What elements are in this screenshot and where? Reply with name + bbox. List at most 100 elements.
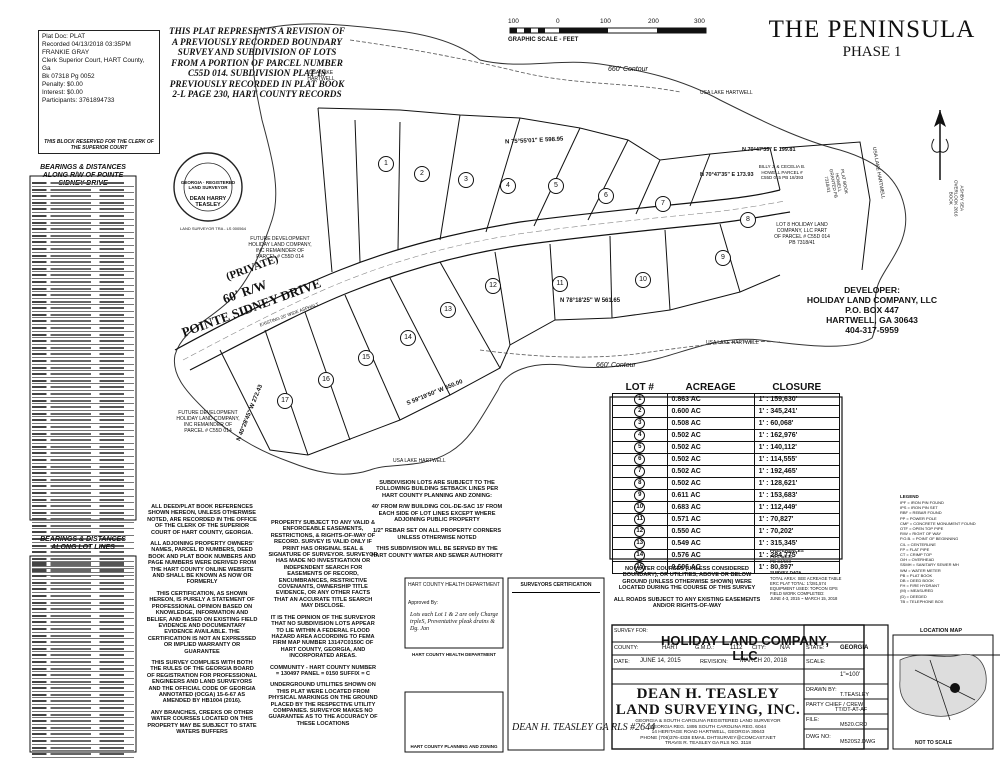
bearing-row xyxy=(32,344,134,352)
bearing-row xyxy=(32,658,134,666)
scale-label: SCALE: xyxy=(806,659,826,665)
bearing-row xyxy=(32,331,134,339)
survey-data-line: JUNE 4-3, 2015 ~ MARCH 15, 2018 xyxy=(770,596,838,601)
recording-line: Clerk Superior Court, HART County, xyxy=(42,57,145,64)
developer-line: HARTWELL, GA 30643 xyxy=(826,315,918,325)
bearing-row xyxy=(32,193,134,200)
north-lot-lines xyxy=(317,107,781,273)
legend-item: RBF = REBAR FOUND xyxy=(900,510,942,516)
note-paragraph: ALL ADJOINING PROPERTY OWNERS' NAMES, PA… xyxy=(147,541,257,586)
lot-number-cell: 12 xyxy=(612,525,668,538)
bearing-row xyxy=(32,285,134,293)
revision-label: REVISION: xyxy=(700,659,728,665)
bearing-row xyxy=(32,325,134,332)
lake-label: USA LAKE HARTWELL xyxy=(706,340,759,346)
bearing-row xyxy=(32,226,134,233)
drawn-label: DRAWN BY: xyxy=(806,687,837,693)
bearing-row xyxy=(32,619,134,626)
firm-detail-line: TRAVIS R. TEASLEY GA RLS NO. 3118 xyxy=(664,741,752,747)
firm-detail-line: GEORGIA & SOUTH CAROLINA REGISTERED LAND… xyxy=(635,719,781,724)
bearing-row xyxy=(32,496,134,504)
acreage-cell: 0.683 AC xyxy=(666,501,755,514)
recording-line: Recorded 04/13/2018 03:35PM xyxy=(42,41,131,48)
scale-tick: 300 xyxy=(694,18,705,25)
note-paragraph: ALL DEED/PLAT BOOK REFERENCES SHOWN HERE… xyxy=(147,504,257,536)
legend-item: IPF = IRON PIN FOUND xyxy=(900,500,944,505)
planning-caption: HART COUNTY PLANNING AND ZONING xyxy=(410,744,498,749)
lot-number-marker: 17 xyxy=(277,393,293,409)
lake-shoreline xyxy=(173,23,907,475)
lot-col-header: LOT # xyxy=(625,382,654,393)
closure-cell: 1' : 162,976' xyxy=(753,429,841,442)
bearing-row xyxy=(32,272,134,279)
bearing-row xyxy=(32,476,134,484)
recording-line: Participants: 3761894733 xyxy=(42,97,115,104)
acreage-cell: 0.502 AC xyxy=(666,477,755,490)
acreage-cell: 0.508 AC xyxy=(666,417,755,430)
title-block-frame xyxy=(611,624,865,750)
bearing-row xyxy=(32,450,134,457)
bearing-row xyxy=(32,592,134,600)
firm-detail-line: GEORGIA REG. 1895 SOUTH CAROLINA REG. 60… xyxy=(650,724,766,730)
bearing-row xyxy=(32,678,134,686)
closure-cell: 1' : 345,241' xyxy=(753,405,841,418)
legend-item: CT = CRIMP TOP xyxy=(900,552,932,558)
surveyor-cert-box xyxy=(507,577,605,751)
developer-line: HOLIDAY LAND COMPANY, LLC xyxy=(806,295,938,305)
lot-number-marker: 7 xyxy=(655,196,671,212)
location-marker xyxy=(950,683,960,693)
general-notes: ALL DEED/PLAT BOOK REFERENCES SHOWN HERE… xyxy=(146,504,258,740)
south-lot-lines xyxy=(219,223,781,456)
legend-item: WM = WATER METER xyxy=(900,567,941,573)
drawn-value: T.TEASLEY xyxy=(840,692,870,698)
bearing-row xyxy=(32,579,134,587)
scale-value: 1"=100' xyxy=(840,672,861,678)
acreage-cell: 0.863 AC xyxy=(666,393,755,406)
bearing-row xyxy=(32,423,134,431)
acreage-cell: 0.571 AC xyxy=(666,513,755,526)
legend-title: LEGEND xyxy=(900,494,919,499)
acreage-cell: 0.502 AC xyxy=(666,429,755,442)
survey-data-line: FIELD WORK COMPLETED: xyxy=(770,591,825,596)
planning-box xyxy=(404,691,504,753)
state-value: GEORGIA xyxy=(840,645,869,651)
closure-cell: 1' : 159,630' xyxy=(753,393,841,406)
gmd-label: G.M.D.: xyxy=(695,645,714,651)
lot-number-marker: 10 xyxy=(635,272,651,288)
acreage-cell: 0.502 AC xyxy=(666,441,755,454)
closure-cell: 1' : 192,465' xyxy=(753,465,841,478)
developer-line: DEVELOPER: xyxy=(844,285,900,295)
closure-cell: 1' : 153,683' xyxy=(753,489,841,502)
note-paragraph: ANY BRANCHES, CREEKS OR OTHER WATER COUR… xyxy=(147,709,257,735)
city-value: N/A xyxy=(780,645,791,651)
bearing-label: N 70°47'35" E 173.93 xyxy=(700,172,754,178)
bearing-row xyxy=(32,430,134,438)
bearing-row xyxy=(32,632,134,640)
developer-line: 404-317-5959 xyxy=(845,325,899,335)
health-handwritten: Lots each Lot 1 & 2 are only Charge trpl… xyxy=(410,612,499,632)
bearing-row xyxy=(32,483,134,490)
note-paragraph: THIS SURVEY COMPLIES WITH BOTH THE RULES… xyxy=(146,659,258,705)
dwg-label: DWG NO: xyxy=(806,734,831,740)
bearing-row xyxy=(32,685,134,692)
bearing-row xyxy=(32,358,134,365)
legend-item: SSMH = SANITARY SEWER MH xyxy=(900,562,959,568)
bearing-row xyxy=(32,652,134,659)
references-title: PREFERENCES xyxy=(770,548,804,553)
bearing-row xyxy=(32,724,134,732)
recording-line: Plat Doc: PLAT xyxy=(42,33,86,40)
location-map-title: LOCATION MAP xyxy=(920,628,963,634)
bearing-row xyxy=(32,731,134,739)
county-value: HART xyxy=(662,645,679,651)
state-label: STATE: xyxy=(806,645,825,651)
acreage-cell: 0.549 AC xyxy=(666,537,755,550)
seal-caption: LAND SURVEYOR TRA - LS 000564 xyxy=(180,226,246,231)
